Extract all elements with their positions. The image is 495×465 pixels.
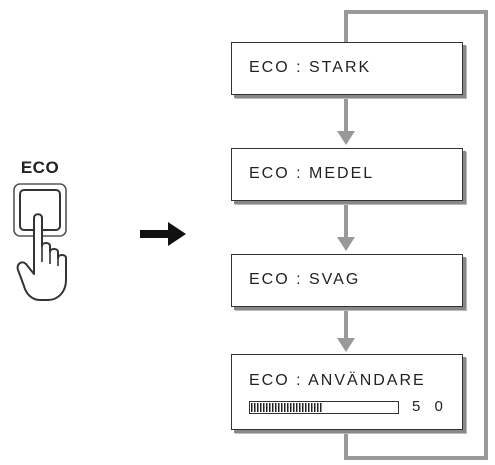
- osd-label-anvandare: ECO : ANVÄNDARE: [249, 372, 426, 389]
- loop-top-line: [344, 10, 488, 14]
- osd-label-medel: ECO : MEDEL: [249, 165, 375, 182]
- eco-button-label: ECO: [20, 158, 60, 177]
- user-level-bar: [249, 401, 399, 414]
- flow-arrow-3-shaft: [344, 310, 348, 341]
- right-arrow-icon: [140, 222, 188, 246]
- user-level-value: 5 0: [412, 398, 448, 415]
- user-level-fill: [251, 403, 323, 412]
- osd-box-anvandare: ECO : ANVÄNDARE 5 0: [231, 354, 463, 430]
- osd-box-stark: ECO : STARK: [231, 42, 463, 95]
- loop-top-connector: [344, 10, 348, 43]
- flow-arrow-2-head: [337, 237, 355, 251]
- loop-bottom-connector: [344, 432, 348, 460]
- osd-label-stark: ECO : STARK: [249, 59, 372, 76]
- flow-arrow-1-head: [337, 131, 355, 145]
- flow-arrow-1-shaft: [344, 98, 348, 134]
- hand-pressing-button-icon: [13, 183, 67, 301]
- osd-box-svag: ECO : SVAG: [231, 254, 463, 307]
- flow-arrow-2-shaft: [344, 204, 348, 240]
- osd-label-svag: ECO : SVAG: [249, 271, 361, 288]
- loop-bottom-line: [344, 456, 488, 460]
- osd-box-medel: ECO : MEDEL: [231, 148, 463, 201]
- flow-arrow-3-head: [337, 338, 355, 352]
- eco-button[interactable]: [0, 180, 100, 310]
- loop-right-line: [484, 10, 488, 460]
